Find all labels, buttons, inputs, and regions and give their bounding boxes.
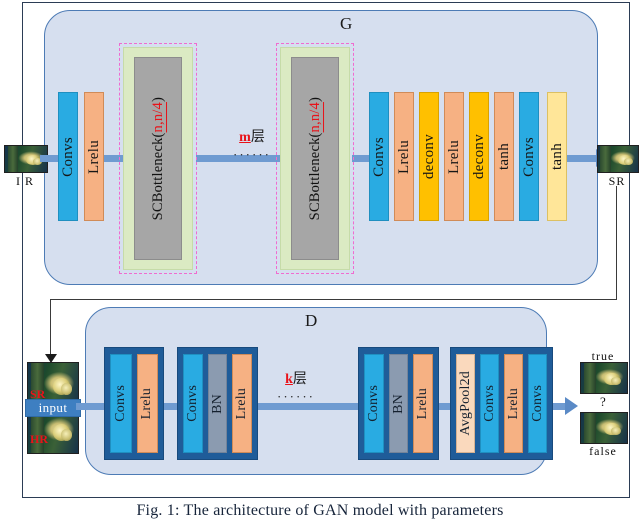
- scbottleneck-block-2: SCBottleneck(n,n/4): [291, 57, 339, 260]
- generator-layer-convs-2: Convs: [369, 92, 389, 221]
- scbottleneck-label-2: SCBottleneck(n,n/4): [306, 96, 323, 221]
- discriminator-layer-label: AvgPool2d: [457, 371, 473, 436]
- feedback-line-horizontal: [50, 299, 617, 301]
- discriminator-group-4: AvgPool2d Convs Lrelu Convs: [450, 347, 553, 460]
- generator-flow-5: [560, 155, 598, 162]
- discriminator-layer-convs: Convs: [528, 354, 547, 453]
- scbottleneck-block-1: SCBottleneck(n,n/4): [134, 57, 182, 260]
- generator-output-thumbnail: [597, 145, 639, 173]
- discriminator-layer-convs: Convs: [110, 354, 132, 453]
- generator-repeat-count: m: [239, 130, 251, 145]
- discriminator-group-1: Convs Lrelu: [104, 347, 164, 460]
- generator-repeat-dots: ······: [233, 147, 271, 162]
- feedback-line-vertical-left: [50, 299, 52, 356]
- discriminator-output-question: ?: [600, 394, 606, 409]
- discriminator-layer-lrelu: Lrelu: [232, 354, 253, 453]
- generator-flow-4: [352, 155, 382, 162]
- discriminator-layer-label: Convs: [365, 385, 381, 422]
- discriminator-input-band: input: [25, 399, 81, 417]
- discriminator-layer-lrelu: Lrelu: [136, 354, 158, 453]
- discriminator-layer-lrelu: Lrelu: [504, 354, 523, 453]
- discriminator-layer-label: Lrelu: [415, 387, 431, 420]
- discriminator-layer-convs: Convs: [183, 354, 203, 453]
- discriminator-layer-label: Lrelu: [505, 387, 521, 420]
- discriminator-flow-1: [76, 403, 106, 410]
- discriminator-group-2: Convs BN Lrelu: [177, 347, 258, 460]
- discriminator-layer-label: Lrelu: [234, 387, 250, 420]
- discriminator-layer-label: Convs: [529, 385, 545, 422]
- discriminator-layer-convs: Convs: [364, 354, 384, 453]
- generator-input-label: I R: [16, 174, 34, 188]
- discriminator-output-thumbnail-true: [580, 362, 628, 394]
- generator-layer-label: Lrelu: [85, 139, 102, 174]
- discriminator-title: D: [305, 311, 318, 330]
- generator-layer-label: Lrelu: [395, 139, 412, 174]
- generator-layer-tanh-1: tanh: [494, 92, 514, 221]
- discriminator-input-tag-sr: SR: [30, 387, 46, 401]
- generator-layer-label: deconv: [470, 133, 487, 180]
- generator-layer-tanh-2: tanh: [547, 92, 567, 221]
- discriminator-output-true-label: true: [591, 349, 615, 363]
- discriminator-layer-avgpool: AvgPool2d: [456, 354, 475, 453]
- generator-layer-label: tanh: [548, 142, 565, 171]
- generator-layer-convs-3: Convs: [519, 92, 539, 221]
- generator-layer-label: tanh: [495, 142, 512, 171]
- generator-layer-deconv-1: deconv: [419, 92, 439, 221]
- generator-flow-3: [196, 155, 318, 162]
- scbottleneck-label-1: SCBottleneck(n,n/4): [149, 96, 166, 221]
- generator-layer-label: Convs: [59, 136, 76, 177]
- generator-output-label: SR: [608, 174, 626, 188]
- generator-layer-lrelu-3: Lrelu: [444, 92, 464, 221]
- discriminator-input-tag-hr: HR: [30, 432, 48, 446]
- discriminator-repeat-unit: 层: [292, 372, 307, 387]
- discriminator-flow-2: [163, 403, 178, 410]
- generator-flow-1: [40, 155, 70, 162]
- scbottleneck-group-2-dashed: [276, 43, 354, 274]
- generator-repeat-annotation: m层 ······: [222, 126, 282, 163]
- discriminator-flow-3: [257, 403, 363, 410]
- generator-title: G: [340, 14, 353, 33]
- discriminator-repeat-count: k: [285, 372, 293, 387]
- discriminator-layer-label: Convs: [184, 385, 200, 422]
- discriminator-repeat-annotation: k层 ······: [266, 368, 326, 405]
- discriminator-layer-label: Lrelu: [139, 387, 155, 420]
- generator-layer-convs-1: Convs: [58, 92, 78, 221]
- discriminator-layer-label: BN: [209, 393, 225, 414]
- discriminator-layer-label: Convs: [112, 385, 128, 422]
- generator-layer-lrelu-1: Lrelu: [84, 92, 104, 221]
- discriminator-output-thumbnail-false: [580, 412, 628, 444]
- discriminator-flow-4: [437, 403, 451, 410]
- generator-layer-deconv-2: deconv: [469, 92, 489, 221]
- figure-caption: Fig. 1: The architecture of GAN model wi…: [136, 502, 504, 519]
- discriminator-layer-label: Convs: [481, 385, 497, 422]
- discriminator-layer-bn: BN: [207, 354, 228, 453]
- feedback-line-vertical-right: [616, 186, 618, 300]
- scbottleneck-group-1-dashed: [119, 43, 197, 274]
- generator-layer-label: deconv: [420, 133, 437, 180]
- generator-layer-lrelu-2: Lrelu: [394, 92, 414, 221]
- discriminator-repeat-dots: ······: [277, 389, 315, 404]
- figure-border: [22, 2, 630, 498]
- generator-repeat-unit: 层: [250, 130, 265, 145]
- generator-layer-label: Convs: [520, 136, 537, 177]
- discriminator-layer-convs: Convs: [480, 354, 499, 453]
- discriminator-layer-lrelu: Lrelu: [413, 354, 434, 453]
- discriminator-output-false-label: false: [589, 444, 617, 458]
- feedback-arrowhead: [45, 354, 57, 363]
- discriminator-output-arrow: [565, 397, 578, 415]
- generator-layer-label: Lrelu: [445, 139, 462, 174]
- discriminator-group-3: Convs BN Lrelu: [358, 347, 439, 460]
- discriminator-layer-bn: BN: [388, 354, 409, 453]
- discriminator-layer-label: BN: [390, 393, 406, 414]
- generator-layer-label: Convs: [370, 136, 387, 177]
